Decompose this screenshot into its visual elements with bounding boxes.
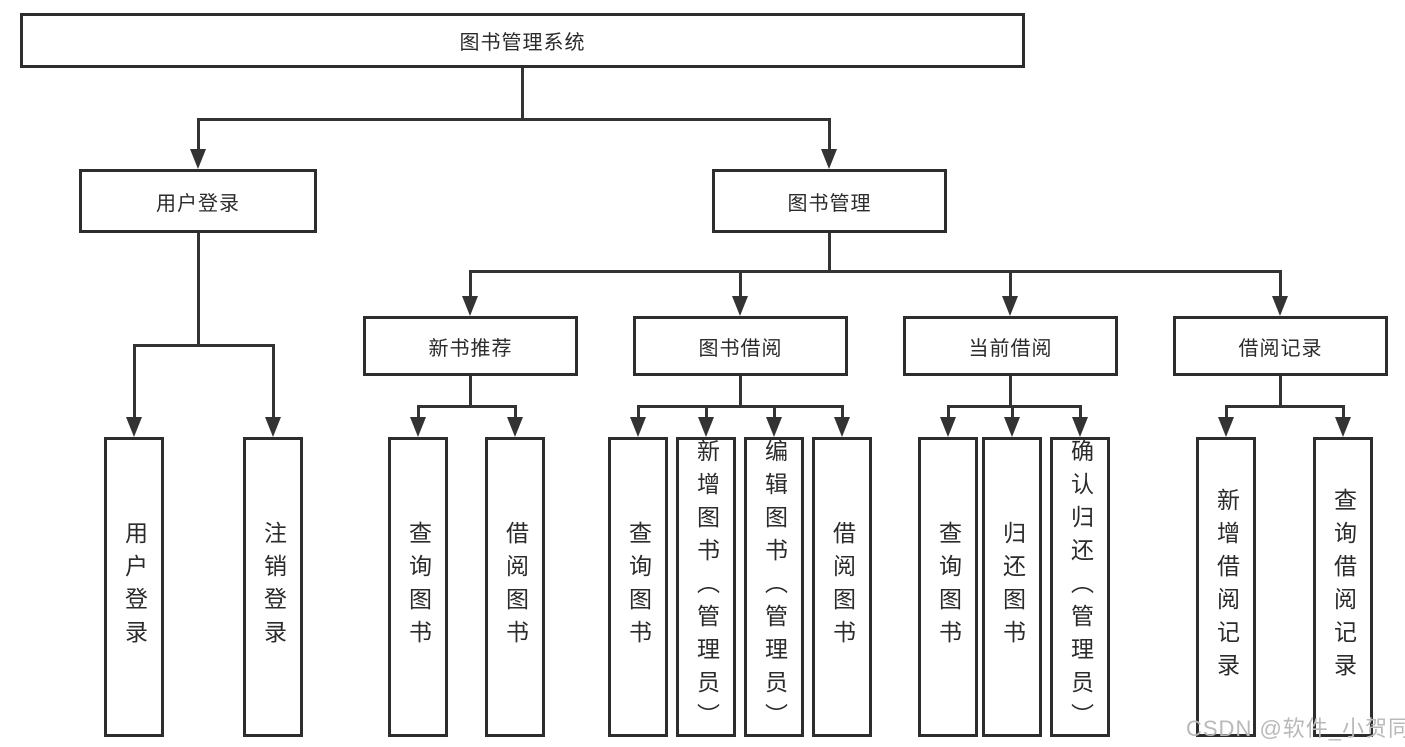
leaf-edit-book-admin: 编辑图书（管理员） — [744, 437, 804, 737]
arrowhead-leaf-query-borrow-record-icon — [1335, 417, 1351, 437]
connector-to-leaf-edit-book — [773, 405, 776, 420]
connector-book-management-rail — [469, 270, 1282, 273]
leaf-borrow-books-1: 借阅图书 — [485, 437, 545, 737]
arrowhead-leaf-query-books-1-icon — [410, 417, 426, 437]
leaf-user-login: 用户登录 — [104, 437, 164, 737]
arrowhead-leaf-edit-book-icon — [766, 417, 782, 437]
leaf-return-book: 归还图书 — [982, 437, 1042, 737]
connector-to-leaf-query-books-1 — [417, 405, 420, 420]
node-new-book-recommend: 新书推荐 — [363, 316, 578, 376]
arrowhead-leaf-confirm-return-icon — [1072, 417, 1088, 437]
connector-to-leaf-confirm-return — [1079, 405, 1082, 420]
node-current-borrow: 当前借阅 — [903, 316, 1118, 376]
connector-to-leaf-borrow-books-2 — [841, 405, 844, 420]
arrowhead-leaf-borrow-books-2-icon — [834, 417, 850, 437]
watermark: CSDN @软件_小贺同学 — [1186, 716, 1405, 741]
leaf-borrow-books-1-label: 借阅图书 — [502, 521, 529, 653]
connector-to-leaf-add-book — [705, 405, 708, 420]
leaf-add-book-admin: 新增图书（管理员） — [676, 437, 736, 737]
connector-to-user-login — [197, 118, 200, 151]
node-borrow-records: 借阅记录 — [1173, 316, 1388, 376]
leaf-add-book-admin-label: 新增图书（管理员） — [693, 438, 720, 736]
leaf-confirm-return-admin: 确认归还（管理员） — [1050, 437, 1110, 737]
connector-to-current-borrow — [1009, 270, 1012, 298]
arrowhead-book-management-icon — [821, 149, 837, 169]
leaf-query-books-3-label: 查询图书 — [935, 521, 962, 653]
connector-root-rail — [197, 118, 831, 121]
leaf-return-book-label: 归还图书 — [999, 521, 1026, 653]
connector-new-book-recommend-rail — [417, 405, 517, 408]
connector-to-leaf-query-books-3 — [947, 405, 950, 420]
arrowhead-leaf-add-borrow-record-icon — [1218, 417, 1234, 437]
connector-book-borrow-stem — [739, 376, 742, 408]
connector-to-leaf-user-login — [133, 344, 136, 422]
connector-to-book-borrow — [739, 270, 742, 298]
arrowhead-current-borrow-icon — [1002, 296, 1018, 316]
leaf-query-books-2-label: 查询图书 — [625, 521, 652, 653]
connector-to-leaf-borrow-books-1 — [514, 405, 517, 420]
leaf-logout: 注销登录 — [243, 437, 303, 737]
connector-to-leaf-query-borrow-record — [1342, 405, 1345, 420]
leaf-borrow-books-2: 借阅图书 — [812, 437, 872, 737]
connector-borrow-records-rail — [1225, 405, 1344, 408]
node-library-system-label: 图书管理系统 — [459, 32, 586, 54]
leaf-confirm-return-admin-label: 确认归还（管理员） — [1067, 438, 1094, 736]
connector-to-book-management — [828, 118, 831, 151]
leaf-query-borrow-record-label: 查询借阅记录 — [1330, 488, 1357, 686]
arrowhead-borrow-records-icon — [1272, 296, 1288, 316]
leaf-add-borrow-record: 新增借阅记录 — [1196, 437, 1256, 737]
connector-to-leaf-logout — [272, 344, 275, 422]
arrowhead-user-login-icon — [190, 149, 206, 169]
arrowhead-leaf-query-books-2-icon — [630, 417, 646, 437]
connector-to-borrow-records — [1279, 270, 1282, 298]
node-user-login-label: 用户登录 — [156, 192, 240, 215]
arrowhead-leaf-query-books-3-icon — [940, 417, 956, 437]
leaf-query-books-1-label: 查询图书 — [405, 521, 432, 653]
node-library-system: 图书管理系统 — [20, 13, 1025, 68]
leaf-query-books-2: 查询图书 — [608, 437, 668, 737]
node-book-borrow: 图书借阅 — [633, 316, 848, 376]
node-book-borrow-label: 图书借阅 — [698, 337, 783, 360]
arrowhead-new-book-recommend-icon — [462, 296, 478, 316]
connector-to-leaf-add-borrow-record — [1225, 405, 1228, 420]
connector-current-borrow-rail — [947, 405, 1081, 408]
node-user-login: 用户登录 — [79, 169, 317, 233]
node-book-management: 图书管理 — [712, 169, 947, 233]
connector-user-login-rail — [133, 344, 275, 347]
node-current-borrow-label: 当前借阅 — [968, 337, 1053, 360]
leaf-borrow-books-2-label: 借阅图书 — [829, 521, 856, 653]
node-borrow-records-label: 借阅记录 — [1238, 337, 1323, 360]
arrowhead-leaf-user-login-icon — [126, 417, 142, 437]
connector-book-borrow-rail — [637, 405, 844, 408]
node-new-book-recommend-label: 新书推荐 — [428, 337, 513, 360]
leaf-query-books-1: 查询图书 — [388, 437, 448, 737]
connector-book-management-stem — [828, 233, 831, 273]
arrowhead-book-borrow-icon — [732, 296, 748, 316]
connector-to-new-book-recommend — [469, 270, 472, 298]
connector-current-borrow-stem — [1009, 376, 1012, 408]
leaf-edit-book-admin-label: 编辑图书（管理员） — [761, 438, 788, 736]
arrowhead-leaf-add-book-icon — [698, 417, 714, 437]
connector-to-leaf-query-books-2 — [637, 405, 640, 420]
leaf-user-login-label: 用户登录 — [121, 521, 148, 653]
leaf-add-borrow-record-label: 新增借阅记录 — [1213, 488, 1240, 686]
leaf-logout-label: 注销登录 — [260, 521, 287, 653]
connector-user-login-stem — [197, 233, 200, 347]
node-book-management-label: 图书管理 — [787, 192, 872, 215]
connector-new-book-recommend-stem — [469, 376, 472, 408]
connector-borrow-records-stem — [1279, 376, 1282, 408]
connector-root-stem — [521, 68, 524, 120]
arrowhead-leaf-borrow-books-1-icon — [507, 417, 523, 437]
connector-to-leaf-return-book — [1011, 405, 1014, 420]
leaf-query-books-3: 查询图书 — [918, 437, 978, 737]
arrowhead-leaf-return-book-icon — [1004, 417, 1020, 437]
leaf-query-borrow-record: 查询借阅记录 — [1313, 437, 1373, 737]
arrowhead-leaf-logout-icon — [265, 417, 281, 437]
